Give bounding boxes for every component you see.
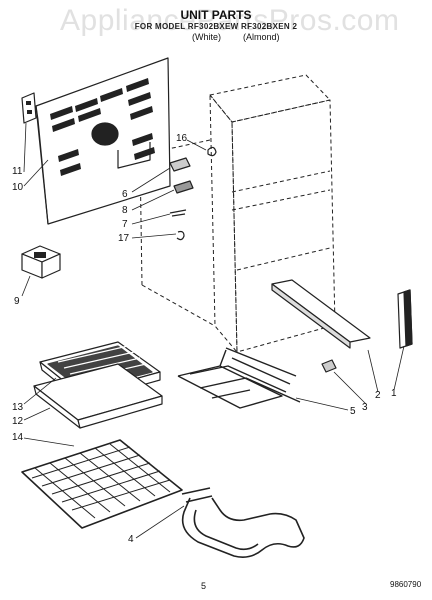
leader-lines xyxy=(21,122,405,539)
model-subtitle: FOR MODEL RF302BXEW RF302BXEN 2 xyxy=(134,22,298,31)
callout-16: 16 xyxy=(176,133,188,144)
small-parts xyxy=(169,146,217,241)
callout-3: 3 xyxy=(362,402,368,413)
callout-6: 6 xyxy=(122,189,128,200)
color-almond-label: (Almond) xyxy=(243,32,280,42)
callout-2: 2 xyxy=(375,390,381,401)
callout-12: 12 xyxy=(12,416,24,427)
callout-5: 5 xyxy=(350,406,356,417)
callout-17: 17 xyxy=(118,233,130,244)
bake-element xyxy=(181,487,305,558)
mounting-bracket xyxy=(21,92,37,124)
callout-9: 9 xyxy=(14,296,20,307)
back-panel xyxy=(35,57,171,225)
callout-7: 7 xyxy=(122,219,128,230)
broil-element xyxy=(177,347,301,409)
callout-10: 10 xyxy=(12,182,24,193)
callout-8: 8 xyxy=(122,205,128,216)
callout-4: 4 xyxy=(128,534,134,545)
callout-11: 11 xyxy=(12,166,23,177)
page-number: 5 xyxy=(201,581,207,591)
callout-14: 14 xyxy=(12,432,24,443)
drawer-rail xyxy=(271,279,413,373)
callout-1: 1 xyxy=(391,388,397,399)
callout-13: 13 xyxy=(12,402,24,413)
broil-pan xyxy=(33,341,163,429)
watermark-text: AppliancePartsPros.com xyxy=(60,4,400,37)
diagram-title: UNIT PARTS xyxy=(180,8,252,22)
terminal-block xyxy=(21,245,61,279)
oven-rack xyxy=(21,439,183,529)
document-number: 9860790 xyxy=(390,580,422,589)
color-white-label: (White) xyxy=(192,32,221,42)
